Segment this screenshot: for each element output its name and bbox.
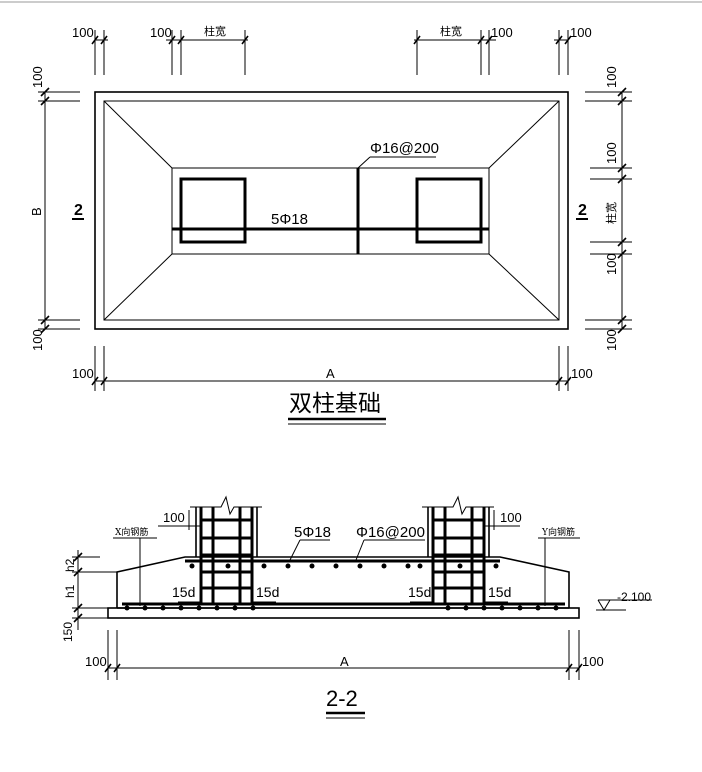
leader-5phi18 [289,539,301,561]
label-5phi18: 5Φ18 [271,211,308,228]
bottom-dimensions [91,346,572,391]
label-15d-4: 15d [488,584,511,600]
pedestal-outline [171,167,490,255]
section-dim-100-bl: 100 [85,654,107,669]
dim-right-100-c: 100 [604,253,619,275]
label-15d-1: 15d [172,584,195,600]
dim-150: 150 [61,622,75,642]
slope-line-tl [103,100,173,169]
section-dim-100-br: 100 [582,654,604,669]
section-dim-100-left: 100 [163,510,185,525]
dim-bottom-100-left: 100 [72,366,94,381]
dim-right-colwidth: 柱宽 [604,202,618,224]
dim-left-B: B [29,207,44,216]
plan-title: 双柱基础 [289,391,381,417]
label-x-bars: X向钢筋 [115,526,148,538]
slope-line-bl [103,253,173,321]
section-dim-A: A [340,654,349,669]
lean-concrete [107,607,580,619]
section-label-5phi18: 5Φ18 [294,524,331,541]
section-title: 2-2 [326,686,358,711]
label-15d-3: 15d [408,584,431,600]
leader-phi16 [357,156,371,169]
section-view: 5Φ18 Φ16@200 100 100 X向钢筋 Y向钢筋 15d 15d 1… [61,495,652,719]
dim-top-100-d: 100 [570,25,592,40]
dim-left-100-top: 100 [30,66,45,88]
dim-right-100-d: 100 [604,329,619,351]
dim-top-100-a: 100 [72,25,94,40]
column-left [179,177,247,244]
plan-view: Φ16@200 5Φ18 [29,24,632,425]
label-15d-2: 15d [256,584,279,600]
top-bar-dots [189,563,499,569]
label-phi16: Φ16@200 [370,140,439,157]
dim-bottom-A: A [326,366,335,381]
dim-h2: h2 [63,558,77,572]
bottom-bar-dots [124,605,559,611]
dim-right-100-a: 100 [604,66,619,88]
dim-top-100-b: 100 [150,25,172,40]
right-dimensions [585,87,632,334]
dim-top-100-c: 100 [491,25,513,40]
column-right-section [410,495,508,605]
top-dimensions [91,30,572,75]
footing-profile [116,556,570,608]
footing-base [103,100,560,321]
section-bottom-dims [104,630,583,680]
dim-top-colwidth-left: 柱宽 [204,24,226,38]
dim-top-colwidth-right: 柱宽 [440,24,462,38]
dim-right-100-b: 100 [604,142,619,164]
elevation-label: -2.100 [617,590,651,604]
section-mark-left: 2 [74,202,83,219]
slope-line-br [488,253,560,321]
footing-outline [94,91,569,330]
leader-phi16 [355,539,365,561]
column-right [415,177,483,244]
left-dimensions [38,87,80,334]
section-height-dims [72,550,117,630]
elevation-triangle [597,599,611,611]
slope-line-tr [488,100,560,169]
dim-h1: h1 [63,584,77,598]
section-mark-right: 2 [578,202,587,219]
section-dim-100-right: 100 [500,510,522,525]
dim-left-100-bottom: 100 [30,329,45,351]
label-y-bars: Y向钢筋 [541,526,575,538]
section-label-phi16: Φ16@200 [356,524,425,541]
dim-bottom-100-right: 100 [571,366,593,381]
